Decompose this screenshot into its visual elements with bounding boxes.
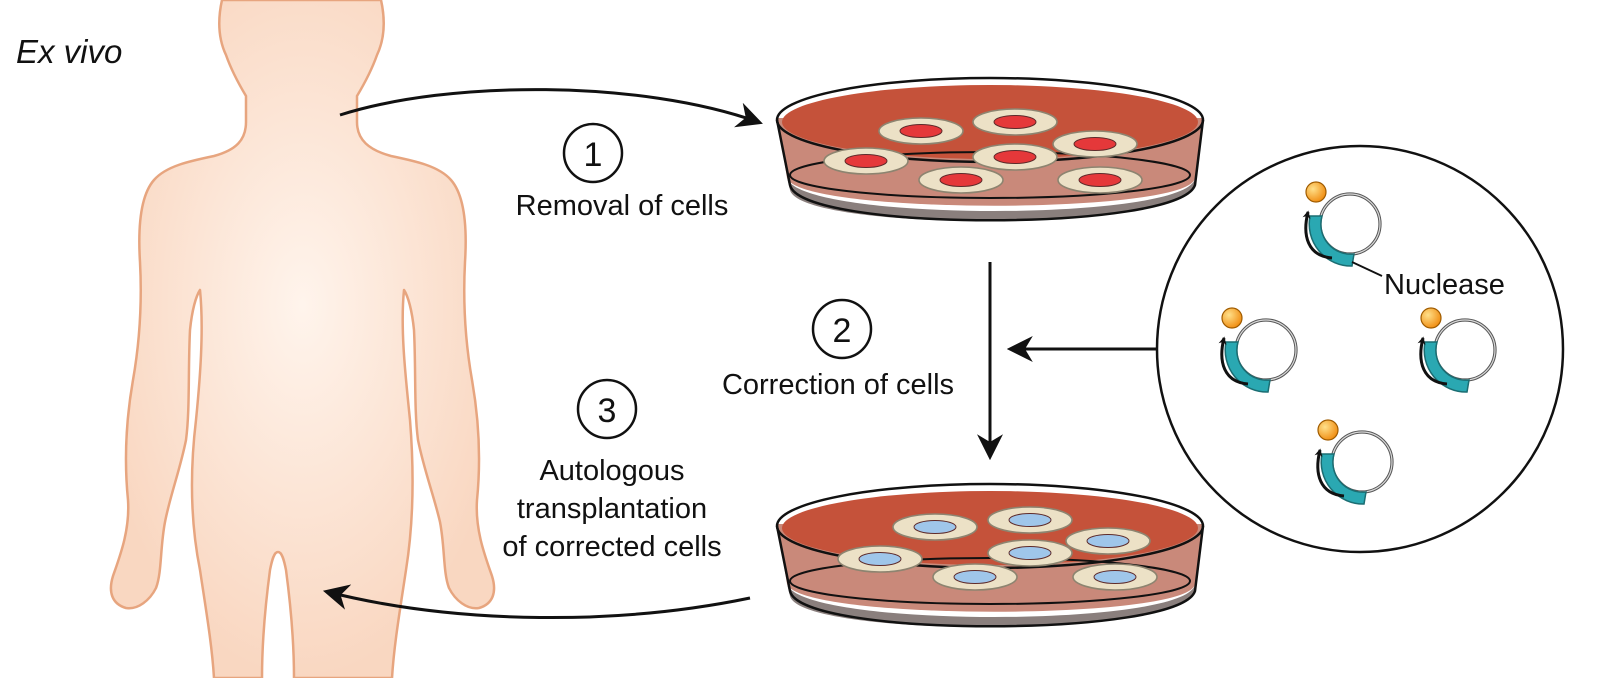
nuclease-unit [1314, 419, 1394, 505]
uncorrected-cell [1052, 130, 1138, 158]
transplant-arrow [322, 584, 751, 620]
human-body-silhouette [109, 0, 496, 678]
corrected-cell [987, 506, 1073, 534]
step-3: 3 Autologous transplantation of correcte… [502, 378, 722, 563]
corrected-cell [932, 563, 1018, 591]
step-3-label-line-1: Autologous [539, 455, 684, 487]
step-3-number-circle [576, 378, 638, 440]
corrected-cell [1072, 563, 1158, 591]
uncorrected-cell [878, 117, 964, 145]
dish-2-cells [837, 506, 1158, 591]
step-1: 1 Removal of cells [516, 122, 729, 222]
corrected-cell [892, 513, 978, 541]
uncorrected-cell [972, 143, 1058, 171]
corrected-cell [1065, 527, 1151, 555]
removal-arrow [339, 88, 763, 128]
step-2-number: 2 [833, 312, 852, 350]
nuclease-label: Nuclease [1384, 269, 1505, 301]
uncorrected-cell [918, 166, 1004, 194]
uncorrected-cell [1057, 166, 1143, 194]
nuclease-inset-circle [1155, 144, 1565, 554]
step-2-label: Correction of cells [722, 369, 954, 401]
step-2-number-circle [811, 298, 873, 360]
nuclease-inset: Nuclease [1155, 144, 1565, 554]
step-3-label-line-2: transplantation [517, 493, 707, 525]
nuclease-unit [1417, 307, 1497, 393]
step-1-label: Removal of cells [516, 190, 729, 222]
step-1-number-circle [562, 122, 624, 184]
uncorrected-cell [972, 108, 1058, 136]
step-3-label-line-3: of corrected cells [502, 531, 721, 563]
dish-1-cells [823, 108, 1143, 194]
corrected-cell [987, 539, 1073, 567]
nuclease-units [1218, 181, 1497, 505]
step-2: 2 Correction of cells [722, 298, 954, 401]
step-3-number: 3 [598, 392, 617, 430]
uncorrected-cell [823, 147, 909, 175]
step-1-number: 1 [584, 136, 603, 174]
nuclease-unit [1302, 181, 1382, 267]
nuclease-unit [1218, 307, 1298, 393]
diagram-title: Ex vivo [16, 33, 122, 70]
corrected-cell [837, 545, 923, 573]
nuclease-callout-line [1351, 261, 1383, 277]
